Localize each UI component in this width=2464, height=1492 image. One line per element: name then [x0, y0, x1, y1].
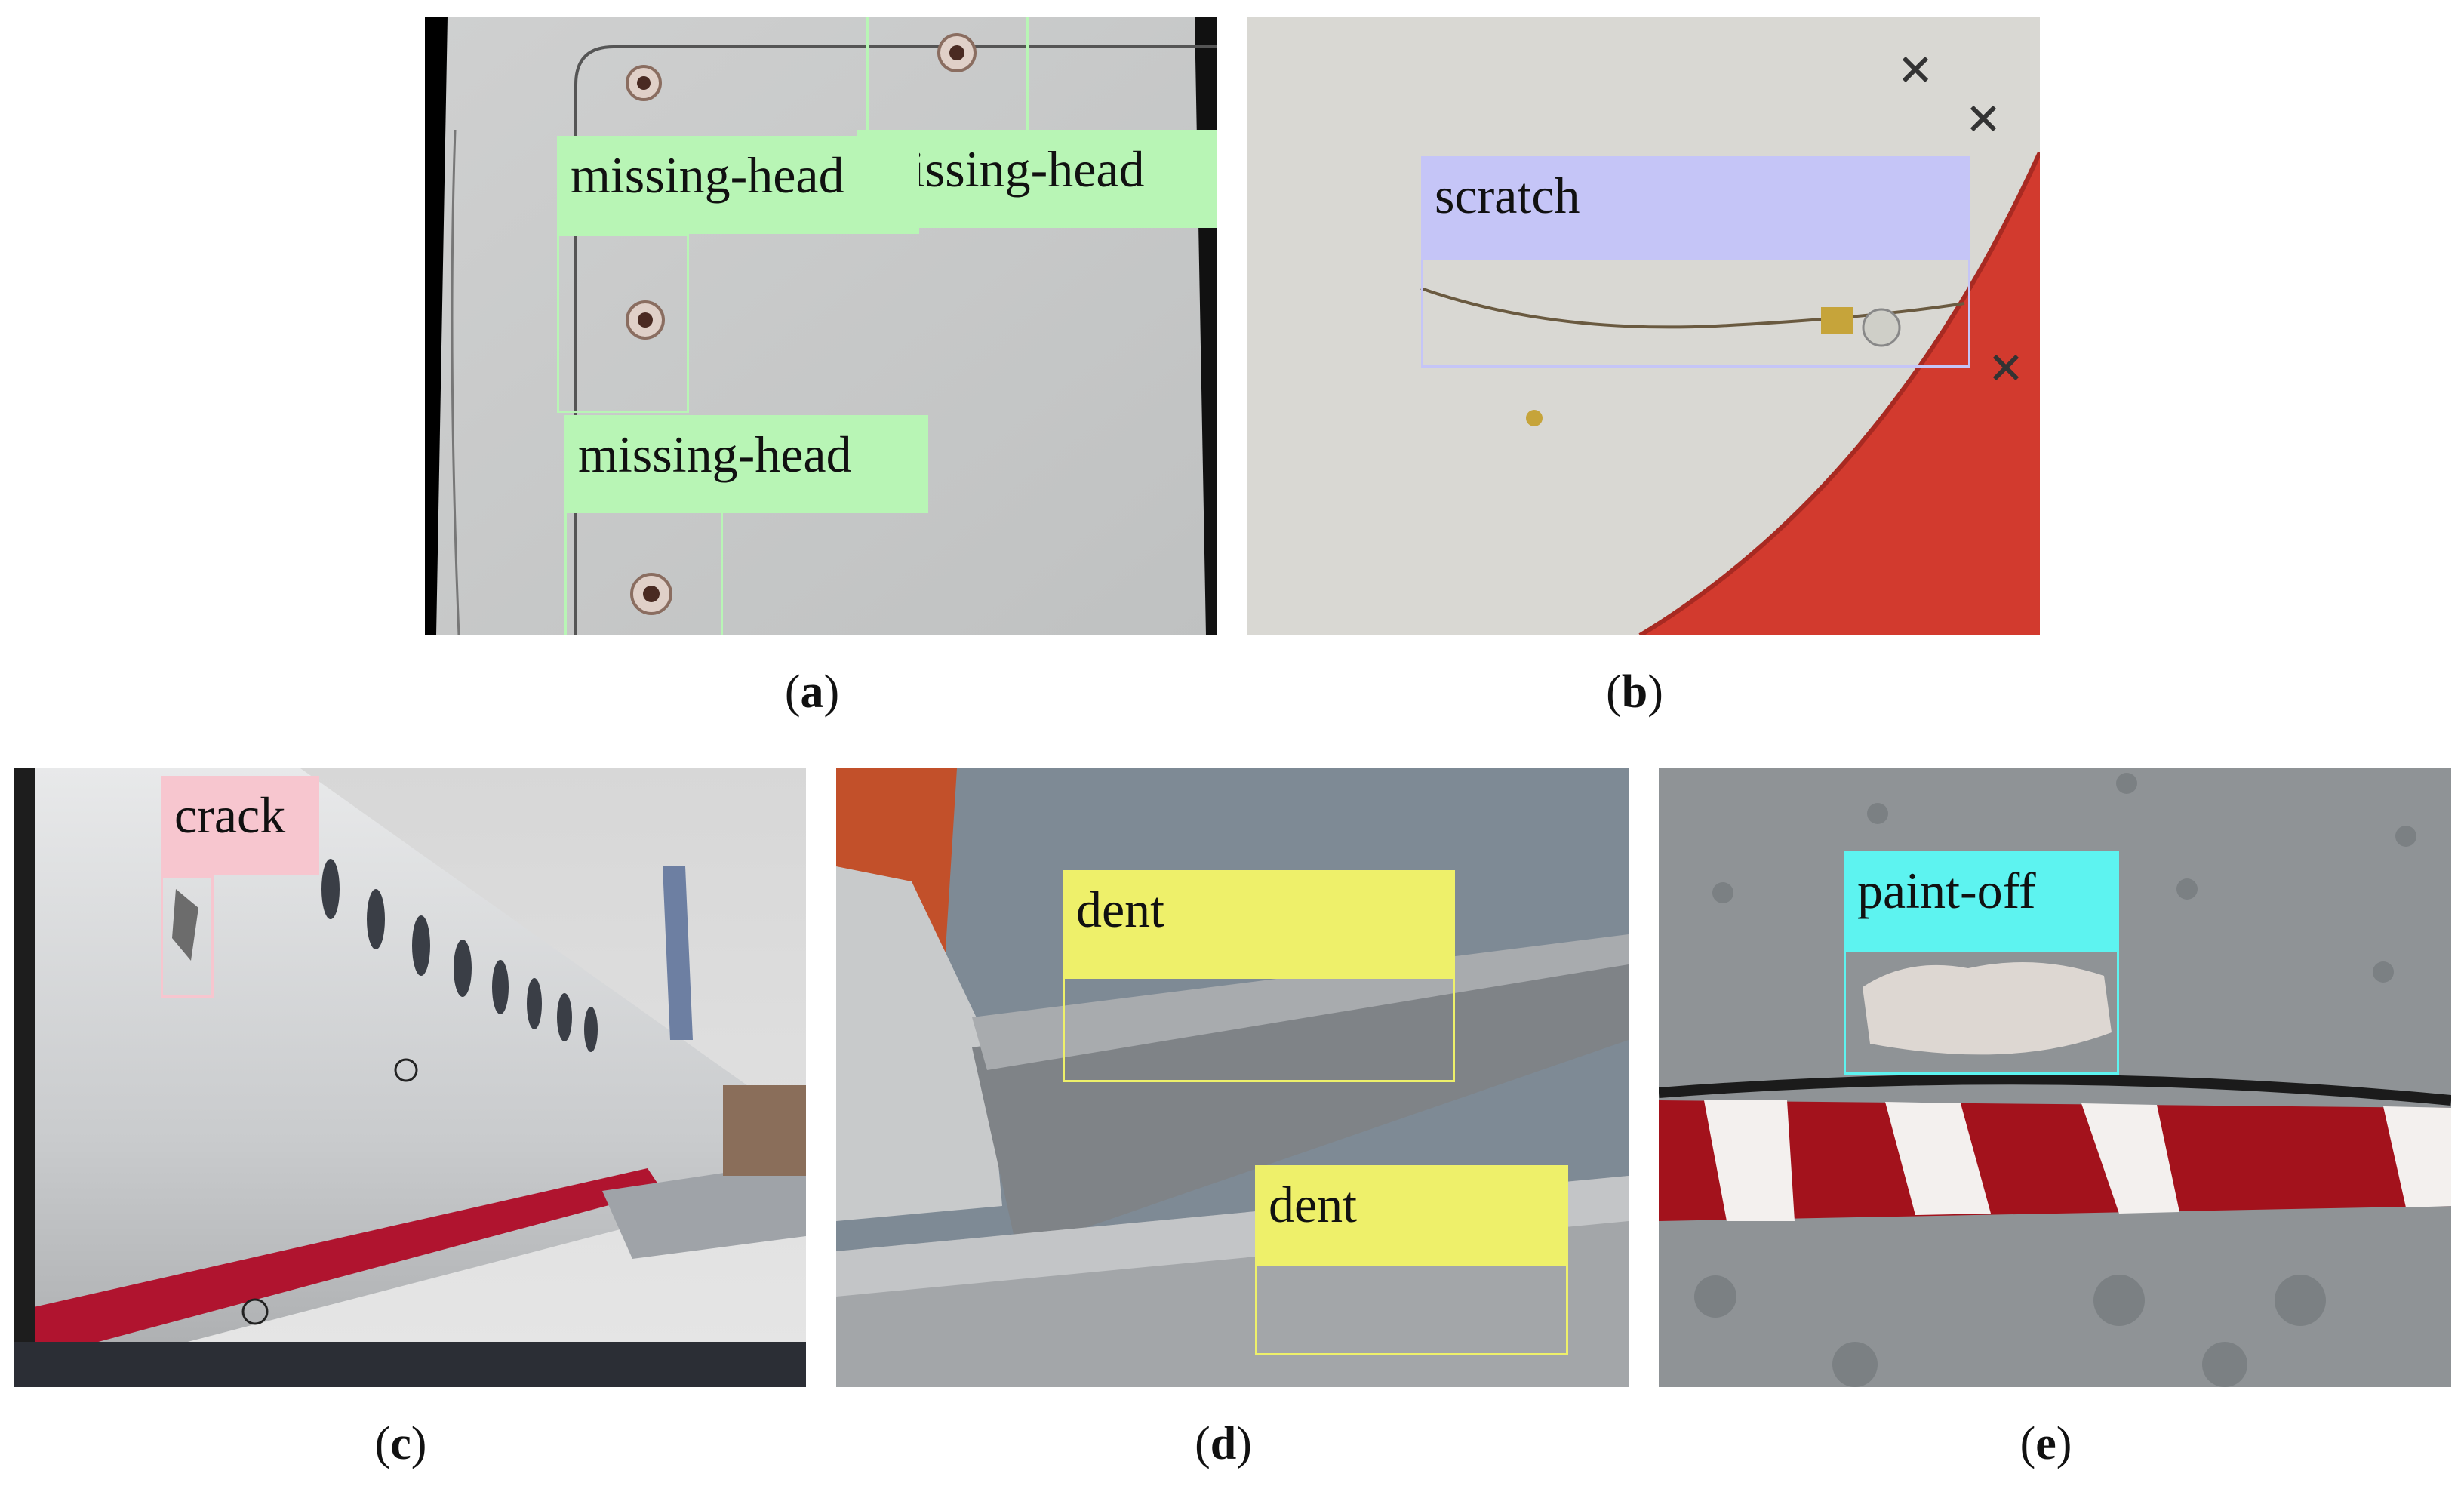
crack-label: crack — [161, 776, 319, 875]
missing-head-box-3 — [564, 511, 723, 635]
paint-off-label: paint-off — [1844, 851, 2119, 951]
dent-label-2: dent — [1255, 1165, 1568, 1265]
caption-d: (d) — [1195, 1418, 1252, 1469]
panel-e-image: paint-off — [1659, 768, 2451, 1387]
paint-off-box — [1844, 949, 2119, 1075]
missing-head-box-2 — [866, 17, 1029, 134]
missing-head-label-3: missing-head — [564, 415, 928, 513]
dent-box-1 — [1063, 977, 1455, 1082]
caption-a: (a) — [784, 666, 840, 718]
scratch-label: scratch — [1421, 156, 1970, 260]
caption-c: (c) — [374, 1418, 427, 1469]
wing-flap-photo — [836, 768, 1629, 1387]
panel-d-image: dent dent — [836, 768, 1629, 1387]
missing-head-label-1: missing-head — [557, 136, 919, 234]
crack-box — [161, 875, 214, 998]
missing-head-box-1 — [557, 234, 689, 413]
panel-a-image: missing-head missing-head missing-head — [425, 17, 1217, 635]
caption-b: (b) — [1606, 666, 1663, 718]
fuselage-photo — [14, 768, 806, 1387]
aircraft-panel-photo — [425, 17, 1217, 635]
painted-surface-photo — [1247, 17, 2040, 635]
dent-box-2 — [1255, 1263, 1568, 1355]
panel-b-image: scratch — [1247, 17, 2040, 635]
dent-label-1: dent — [1063, 870, 1455, 977]
panel-c-image: crack — [14, 768, 806, 1387]
caption-e: (e) — [2019, 1418, 2072, 1469]
